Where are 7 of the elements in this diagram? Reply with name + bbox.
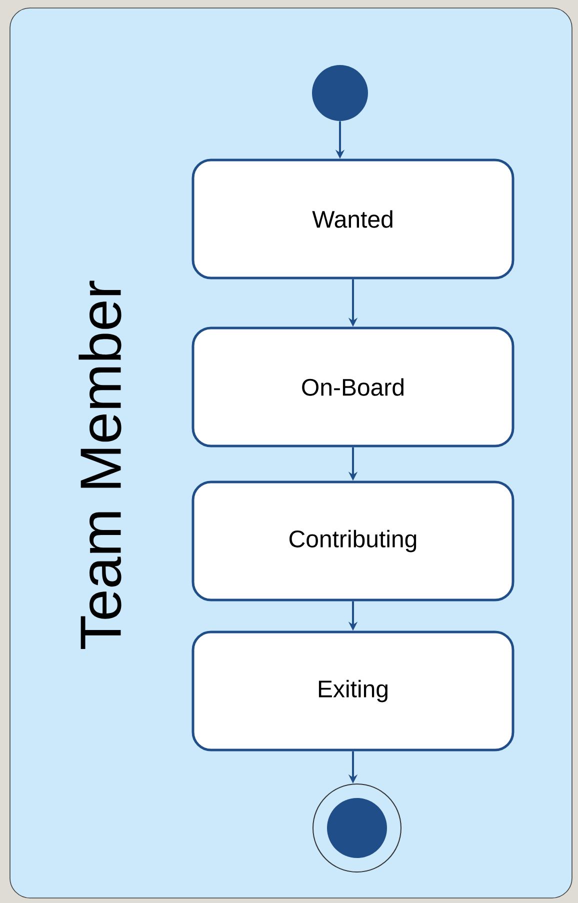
lane-label: Team Member: [78, 280, 122, 650]
state-box: Exiting: [192, 630, 514, 752]
state-box: Wanted: [192, 158, 514, 280]
final-state-circle: [312, 784, 402, 872]
state-box: Contributing: [192, 480, 514, 602]
state-box: On-Board: [192, 326, 514, 448]
start-state-circle: [312, 65, 368, 122]
